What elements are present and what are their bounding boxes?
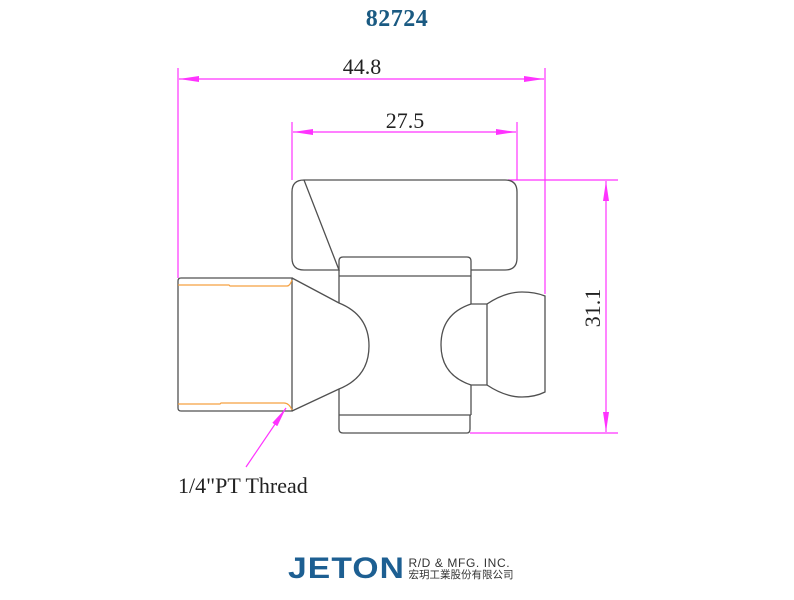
company-logo: JETON R/D & MFG. INC. 宏玥工業股份有限公司 <box>288 552 513 586</box>
thread-line-bottom <box>178 402 293 411</box>
outlet-ball <box>486 291 546 398</box>
thread-lines <box>178 279 293 411</box>
handle-lever <box>291 179 518 271</box>
threaded-pipe <box>177 277 293 412</box>
dimension-handle-width: 27.5 <box>291 108 518 180</box>
dimension-overall-width: 44.8 <box>177 54 546 294</box>
brand-tagline: R/D & MFG. INC. 宏玥工業股份有限公司 <box>408 557 513 581</box>
leader-line <box>245 407 287 468</box>
inlet-cone <box>291 277 370 412</box>
thread-line-top <box>178 279 293 287</box>
brand-wordmark: JETON <box>288 552 406 585</box>
dimension-value-overall-width: 44.8 <box>343 54 382 79</box>
outlet-collar <box>440 303 488 386</box>
valve-outline <box>177 179 546 434</box>
part-number-title: 82724 <box>365 6 429 32</box>
tagline-chinese: 宏玥工業股份有限公司 <box>408 569 514 581</box>
dimension-overall-height: 31.1 <box>470 179 618 434</box>
thread-callout-label: 1/4"PT Thread <box>178 473 308 498</box>
tagline-english: R/D & MFG. INC. <box>408 556 511 570</box>
bottom-cap <box>338 415 471 434</box>
thread-leader <box>245 407 287 468</box>
dimension-value-handle-width: 27.5 <box>386 108 425 133</box>
stem-cap-top <box>338 256 472 276</box>
dimension-value-overall-height: 31.1 <box>580 289 605 328</box>
